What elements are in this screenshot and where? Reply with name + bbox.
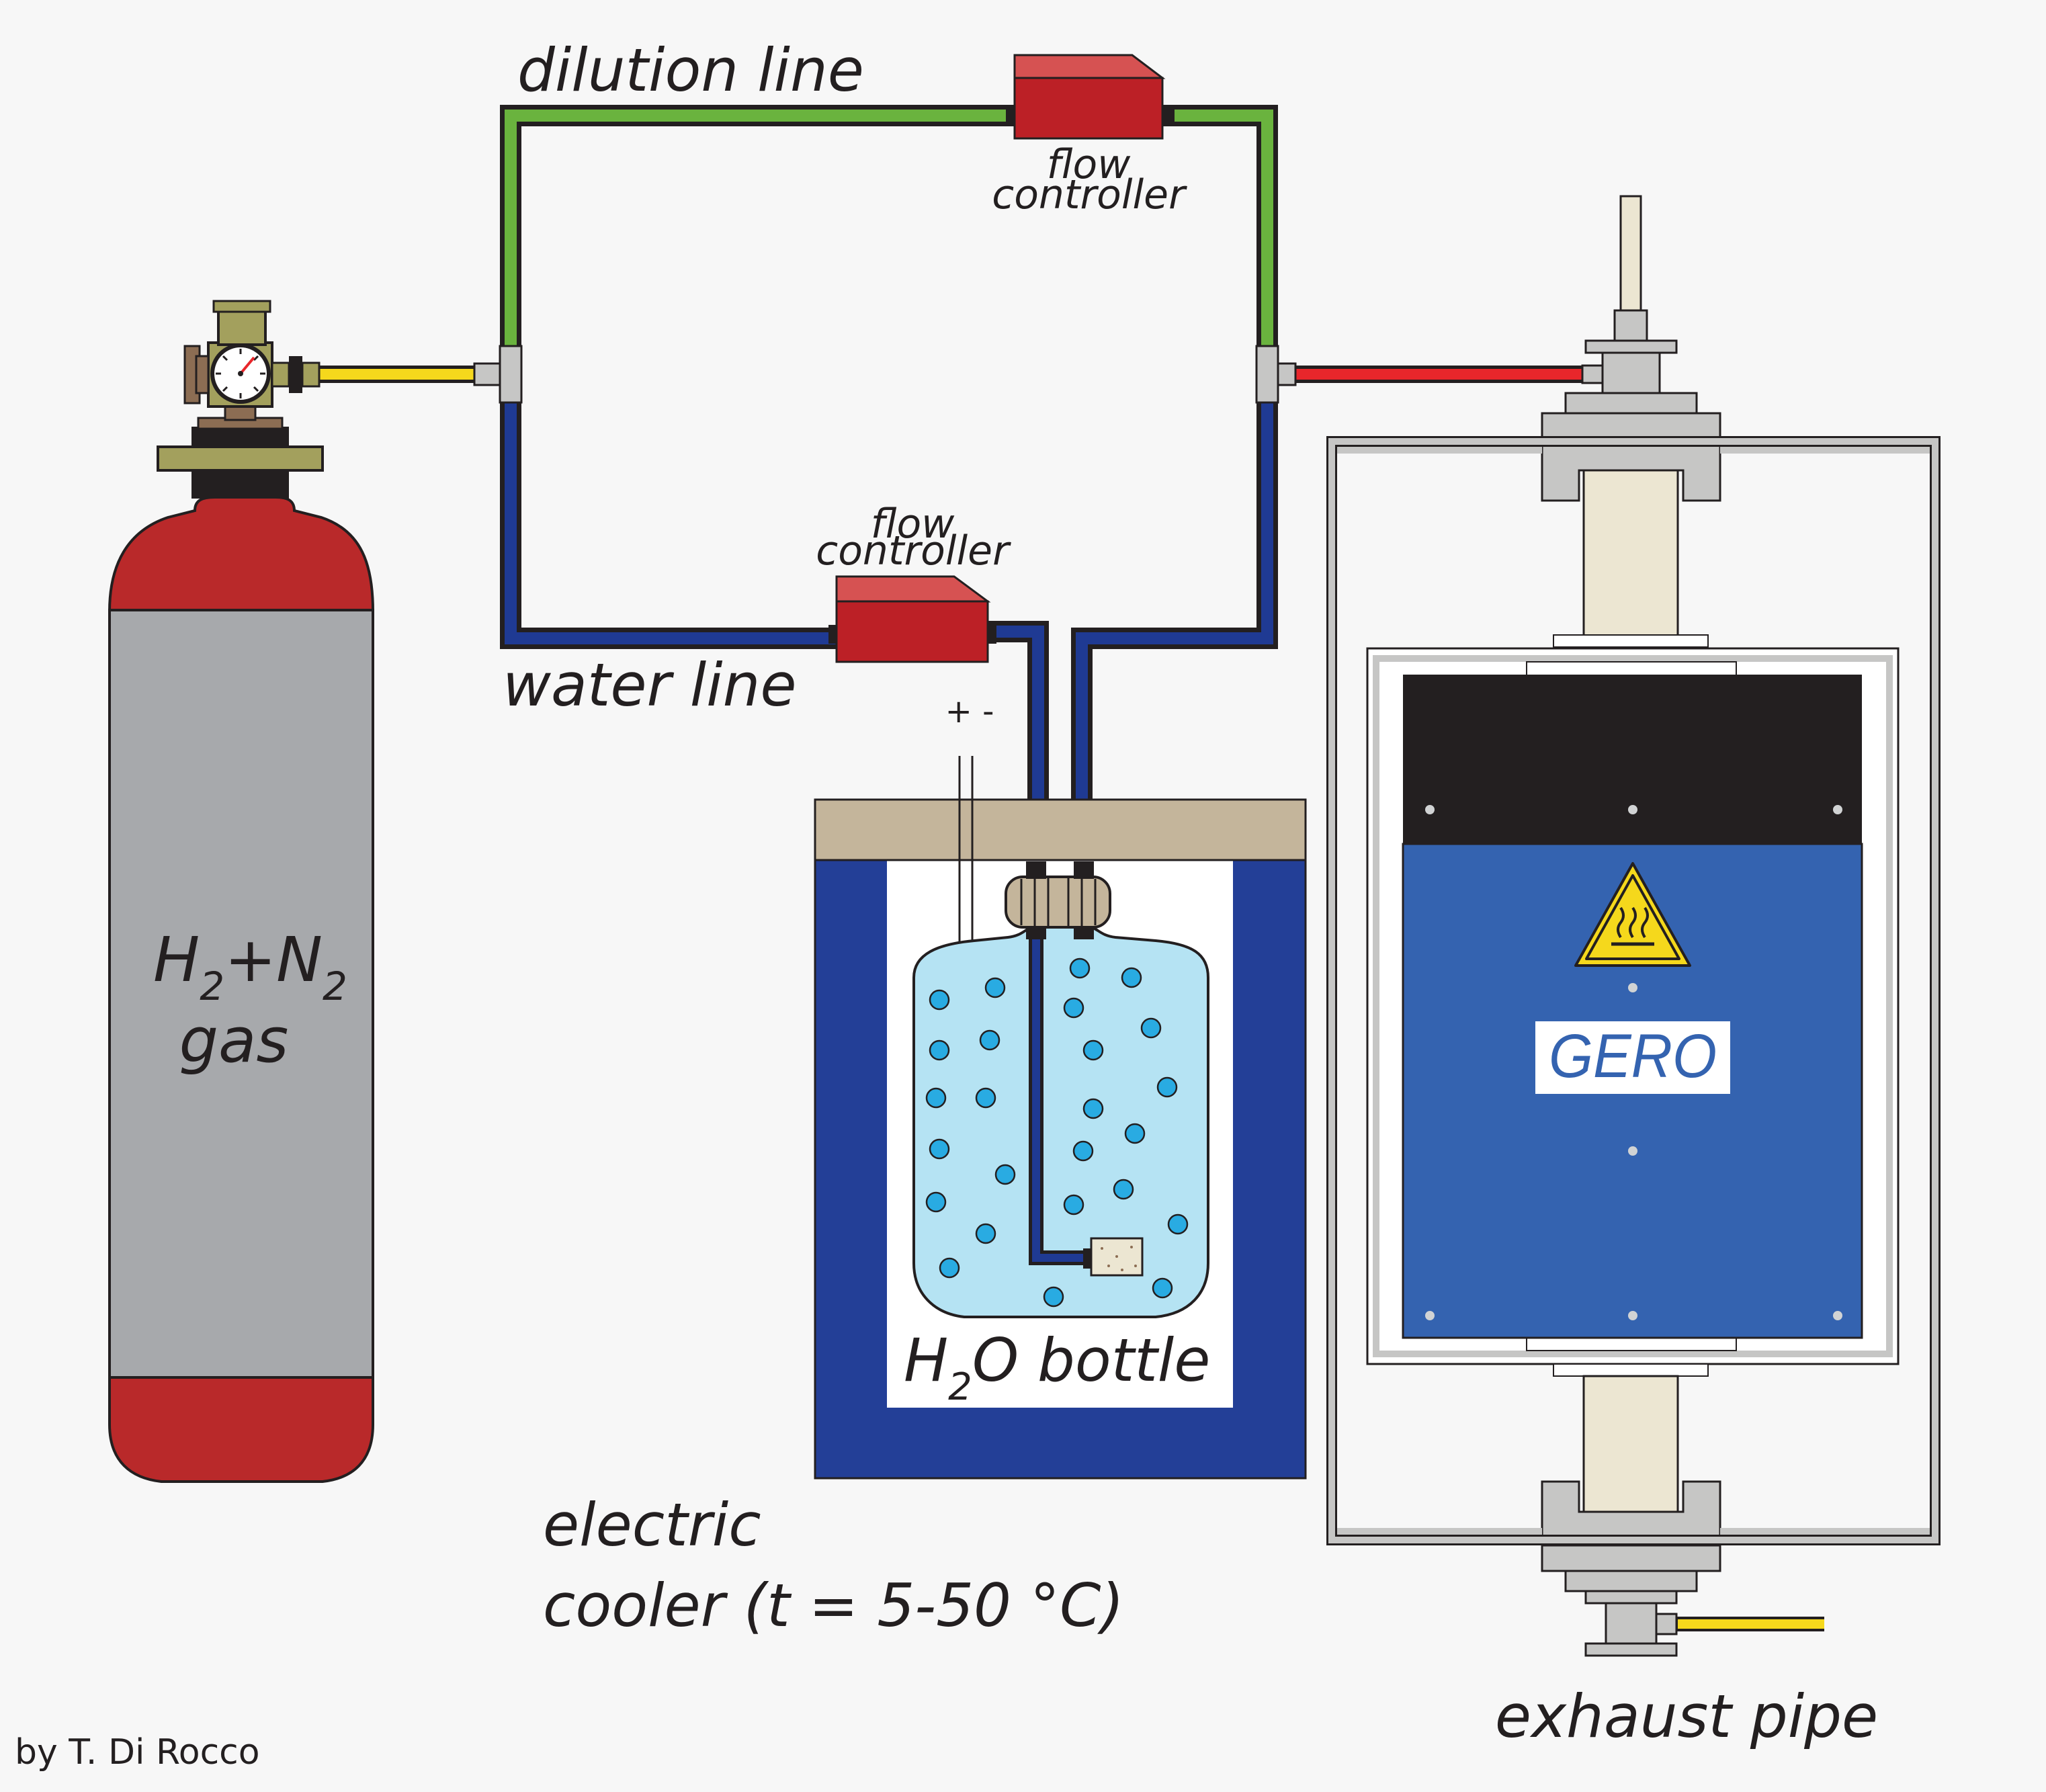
water-bottle: H2O bottle (904, 861, 1210, 1409)
credit-label: by T. Di Rocco (15, 1732, 260, 1773)
left-tee-fitting (499, 345, 523, 404)
dilution-line-label: dilution line (517, 36, 864, 105)
ceramic-tube-top (1582, 469, 1679, 640)
dilution-line (500, 105, 1278, 363)
flow-controller-water-label-1: flow (871, 501, 955, 548)
tube-furnace: GERO (1328, 195, 1938, 1657)
furnace-outer-frame (1326, 436, 1941, 1545)
water-line (500, 390, 1278, 873)
gas-cylinder: H2+N2 gas (108, 496, 375, 1483)
ceramic-tube-bottom (1582, 1375, 1679, 1515)
cooler-lid (814, 798, 1307, 861)
cooler-label-line-1: electric (543, 1490, 761, 1560)
cooler-label-line-2: cooler (t = 5-50 °C) (543, 1571, 1124, 1640)
flow-controller-dilution-label-2: controller (992, 171, 1187, 218)
gas-label-word: gas (179, 1005, 289, 1076)
hot-surface-warning-icon (1574, 862, 1691, 967)
flow-controller-water: flow controller (816, 501, 1011, 663)
furnace-brand-plate (1535, 1021, 1730, 1094)
dilution-line-pipe (500, 105, 1278, 363)
gas-label: H2+N2 (153, 924, 347, 1009)
flow-controller-dilution: flow controller (992, 54, 1187, 218)
pressure-gauge-icon (210, 343, 271, 404)
water-bubbles (925, 957, 1189, 1308)
outlet-line (1275, 362, 1604, 386)
gas-cylinder-body (108, 609, 374, 1381)
gas-regulator (157, 300, 324, 499)
flow-controller-water-label-2: controller (816, 527, 1011, 574)
exhaust-pipe-label: exhaust pipe (1495, 1682, 1878, 1751)
water-bottle-label: H2O bottle (904, 1326, 1210, 1409)
flow-controller-dilution-label-1: flow (1047, 141, 1131, 188)
right-tee-fitting (1255, 345, 1279, 404)
furnace-control-panel (1403, 675, 1862, 844)
furnace-brand-label: GERO (1549, 1022, 1717, 1091)
gas-feed-line (316, 362, 503, 386)
water-line-pipe (500, 390, 837, 649)
water-line-label: water line (503, 650, 797, 720)
furnace-outer-frame-crossbars (1337, 447, 1930, 1535)
electrode-polarity-label: + - (945, 693, 994, 730)
